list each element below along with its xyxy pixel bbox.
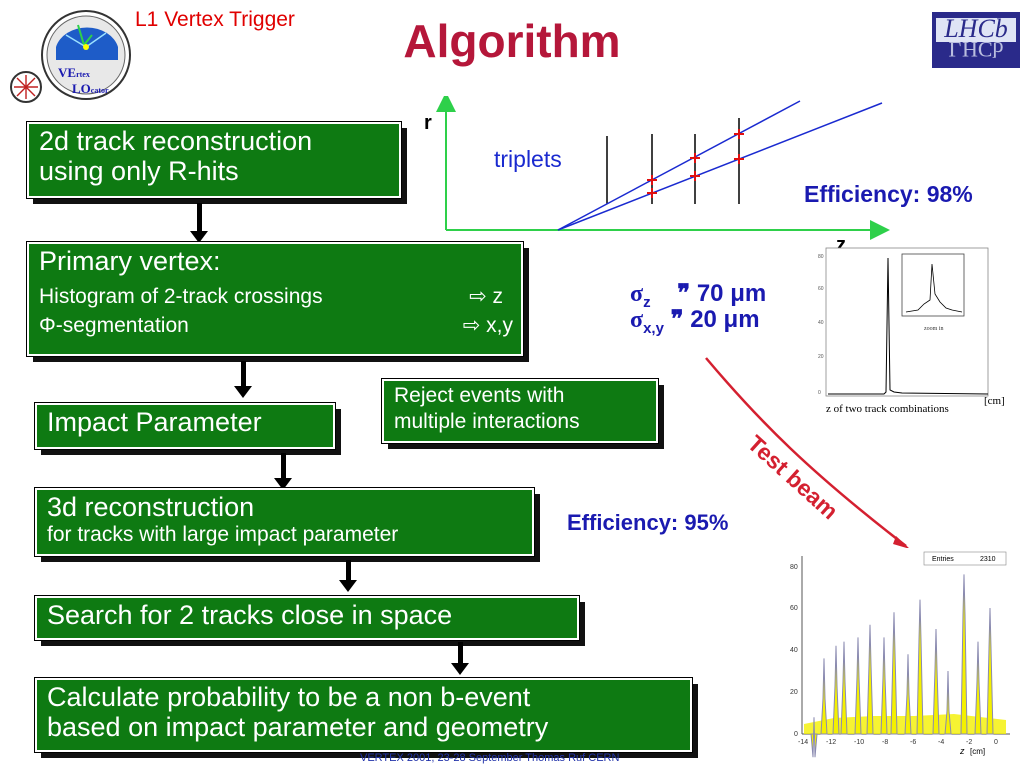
box-search-text: Search for 2 tracks close in space <box>47 600 453 630</box>
histogram-spike <box>880 637 888 735</box>
svg-text:80: 80 <box>818 254 824 260</box>
arrow-down-5 <box>451 642 469 675</box>
box-impact-parameter: Impact Parameter <box>34 402 336 450</box>
histogram-spike <box>916 599 924 735</box>
track-line-2 <box>557 102 883 231</box>
histogram-baseline-fill <box>804 714 1006 734</box>
histogram-spike <box>974 641 982 735</box>
r-axis-label: r <box>424 112 432 134</box>
plot1-unit: [cm] <box>984 395 1005 407</box>
slide-title: Algorithm <box>403 15 621 67</box>
ytick: 60 <box>790 605 798 612</box>
xtick: -12 <box>826 739 836 746</box>
box-pv-row1: Histogram of 2-track crossings ⇨ z <box>39 282 513 311</box>
footer-text: VERTEX 2001, 23-28 September Thomas Ruf … <box>360 752 620 764</box>
box-3d-line1: 3d reconstruction <box>47 492 255 522</box>
box-prob-line2: based on impact parameter and geometry <box>47 712 549 742</box>
histogram-spike <box>866 624 874 735</box>
logo-rtex: rtex <box>76 70 90 79</box>
zoom-in-label: zoom in <box>924 326 944 332</box>
box-reject-line1: Reject events with <box>394 384 565 407</box>
test-beam-histogram: Entries 2310 80 60 40 20 0 -14 -12 -10 -… <box>774 548 1022 758</box>
arrow-down-4 <box>339 560 357 592</box>
velo-logo: VErtex LOcator <box>10 10 131 103</box>
histogram-spike <box>854 637 862 735</box>
entries-label: Entries <box>932 556 954 563</box>
logo-lo: LO <box>72 81 91 96</box>
svg-text:LOcator: LOcator <box>72 81 109 96</box>
histogram-spike <box>810 717 818 758</box>
logo-cator: cator <box>91 86 109 95</box>
box-prob-line1: Calculate probability to be a non b-even… <box>47 682 531 712</box>
xtick: -4 <box>938 739 944 746</box>
box-pv-row2-left: Φ-segmentation <box>39 314 189 337</box>
plot2-unit: [cm] <box>970 747 985 756</box>
histogram-spike <box>890 612 898 735</box>
efficiency-95: Efficiency: 95% <box>567 510 729 535</box>
histogram-spike <box>986 607 994 735</box>
box-reject-line2: multiple interactions <box>394 410 580 433</box>
slide-subtitle: L1 Vertex Trigger <box>135 8 295 31</box>
box-pv-row1-left: Histogram of 2-track crossings <box>39 285 323 308</box>
histogram-spike <box>960 574 968 735</box>
box-probability: Calculate probability to be a non b-even… <box>34 677 693 753</box>
plot1-xlabel: z of two track combinations <box>826 403 949 415</box>
lhcb-logo-text: LHCb <box>944 14 1008 43</box>
ytick: 20 <box>790 689 798 696</box>
arrow-down-3 <box>274 453 292 490</box>
histogram-spike <box>944 670 952 735</box>
box-2d-line1: 2d track reconstruction <box>39 126 313 156</box>
track-diagram <box>436 96 890 240</box>
box-3d-reconstruction: 3d reconstruction for tracks with large … <box>34 487 535 557</box>
box-ip-text: Impact Parameter <box>47 407 262 437</box>
xtick: -6 <box>910 739 916 746</box>
plot2-xlabel: z <box>959 746 965 756</box>
svg-text:60: 60 <box>818 286 824 292</box>
svg-text:VErtex: VErtex <box>58 65 90 80</box>
xtick: -8 <box>882 739 888 746</box>
xtick: -2 <box>966 739 972 746</box>
zoom-inset <box>901 253 965 317</box>
box-primary-vertex: Primary vertex: Histogram of 2-track cro… <box>26 241 524 357</box>
histogram-spike <box>820 658 828 735</box>
histogram-curve <box>828 257 989 395</box>
histogram-spike <box>932 628 940 735</box>
entries-value: 2310 <box>980 556 996 563</box>
triplets-label: triplets <box>494 146 562 172</box>
resolution-xy: σx,y ❞ 20 μm <box>630 306 760 337</box>
svg-text:40: 40 <box>818 320 824 326</box>
test-beam-arrow <box>705 357 910 549</box>
z-histogram-plot: 80 60 40 20 0 zoom in z of two track combina… <box>818 247 1005 415</box>
histogram-spike <box>840 641 848 735</box>
box-3d-line2: for tracks with large impact parameter <box>47 523 399 546</box>
box-pv-row2: Φ-segmentation ⇨ x,y <box>39 311 513 340</box>
logo-ve: VE <box>58 65 76 80</box>
arrow-down-1 <box>190 203 208 243</box>
ytick: 0 <box>794 731 798 738</box>
histogram-spike <box>904 654 912 735</box>
svg-text:0: 0 <box>818 390 821 396</box>
histogram-spike <box>832 645 840 735</box>
track-line-1 <box>557 100 801 231</box>
box-pv-row1-right: ⇨ z <box>469 285 503 308</box>
box-2d-reconstruction: 2d track reconstruction using only R-hit… <box>26 121 402 199</box>
box-search-2-tracks: Search for 2 tracks close in space <box>34 595 580 641</box>
z-axis-label: z <box>836 234 846 256</box>
histogram-bars <box>804 574 1006 758</box>
box-pv-title: Primary vertex: <box>39 246 221 276</box>
xtick: -10 <box>854 739 864 746</box>
ytick: 40 <box>790 647 798 654</box>
xtick: -14 <box>798 739 808 746</box>
arrow-down-2 <box>234 361 252 398</box>
lhcb-logo: LHCb LHCb <box>932 12 1020 68</box>
ytick: 80 <box>790 564 798 571</box>
resolution-z: σz ❞ 70 μm <box>630 280 767 311</box>
box-2d-line2: using only R-hits <box>39 156 239 186</box>
box-reject-events: Reject events with multiple interactions <box>381 378 659 444</box>
svg-text:20: 20 <box>818 354 824 360</box>
xtick: 0 <box>994 739 998 746</box>
efficiency-98: Efficiency: 98% <box>804 181 973 207</box>
box-pv-row2-right: ⇨ x,y <box>462 314 513 337</box>
